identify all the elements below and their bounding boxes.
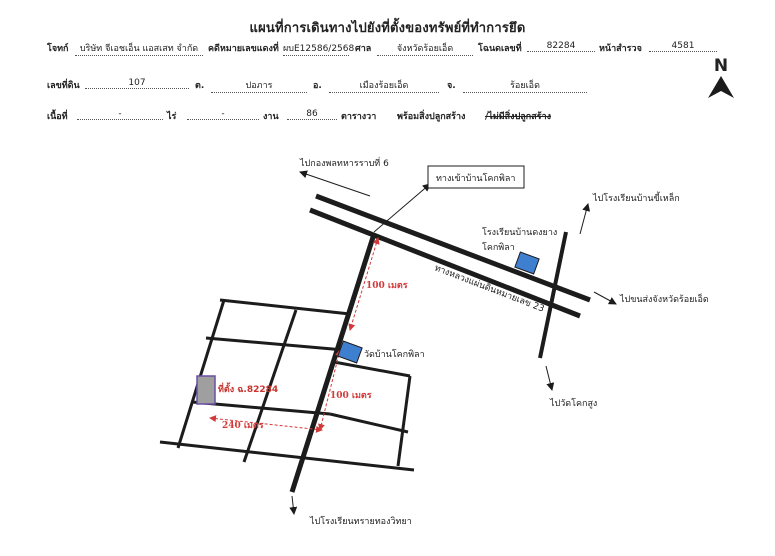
arrow-to-school-sai-thong: [289, 495, 298, 515]
label-to-school-sai-thong: ไปโรงเรียนทรายทองวิทยา: [309, 516, 412, 527]
distance-100m-b: [318, 349, 342, 431]
arrow-to-wat-khoksung: [545, 365, 555, 391]
label-to-wat-khoksung: ไปวัดโคกสูง: [549, 398, 597, 409]
area-ngan-label: งาน: [263, 112, 279, 122]
village-main-road: [289, 233, 377, 493]
area-rai-value: -: [77, 109, 163, 120]
case-label: คดีหมายเลขแดงที่: [208, 44, 279, 54]
court-label: ศาล: [355, 44, 372, 54]
deed-label: โฉนดเลขที่: [478, 44, 522, 54]
label-target-property: ที่ตั้ง ฉ.82284: [218, 382, 278, 395]
survey-label: หน้าสำรวจ: [599, 44, 642, 54]
building-status: พร้อมสิ่งปลูกสร้าง: [397, 112, 466, 122]
land-no-label: เลขที่ดิน: [47, 81, 80, 91]
label-dist-100m-b: 100 เมตร: [330, 391, 372, 401]
district-label: อ.: [313, 81, 322, 91]
distance-100m-a: [348, 237, 380, 331]
area-wa-label: ตารางวา: [341, 112, 377, 122]
district-value: เมืองร้อยเอ็ด: [329, 78, 439, 93]
highway-23: [309, 193, 591, 319]
court-value: จังหวัดร้อยเอ็ด: [377, 41, 473, 56]
area-label: เนื้อที่: [47, 112, 68, 122]
area-ngan-value: -: [187, 109, 259, 120]
label-to-school-sileklek: ไปโรงเรียนบ้านขี้เหล็ก: [592, 191, 680, 204]
map-title: แผนที่การเดินทางไปยังที่ตั้งของทรัพย์ที่…: [249, 21, 526, 36]
target-property-marker: [196, 375, 216, 405]
compass: N: [708, 56, 734, 103]
deed-value: 82284: [527, 41, 595, 52]
label-wat-khokphila: วัดบ้านโคกพิลา: [364, 349, 425, 360]
village-entrance-box: [427, 165, 525, 189]
north-label: N: [713, 56, 729, 76]
survey-value: 4581: [649, 41, 717, 52]
label-village-entrance: ทางเข้าบ้านโคกพิลา: [436, 173, 515, 184]
label-to-roiet-transport: ไปขนส่งจังหวัดร้อยเอ็ด: [619, 292, 709, 305]
plaintiff-value: บริษัท จีเอชเอ็น แอสเสท จำกัด: [75, 41, 203, 56]
label-school-dongyang-line2: โคกพิลา: [482, 242, 515, 253]
building-status-struck: /ไม่มีสิ่งปลูกสร้าง: [485, 112, 552, 122]
arrow-to-roiet-transport: [593, 291, 617, 305]
land-no-value: 107: [85, 78, 189, 89]
subdistrict-label: ต.: [195, 81, 205, 91]
arrow-to-army-camp: [299, 170, 371, 197]
wat-khokphila-marker: [337, 340, 363, 364]
arrow-to-school-sileklek: [579, 203, 591, 235]
school-dongyang-marker: [514, 251, 540, 275]
subdistrict-value: ปอภาร: [211, 78, 307, 93]
province-value: ร้อยเอ็ด: [463, 78, 587, 93]
label-to-army-camp: ไปกองพลทหารราบที่ 6: [299, 156, 389, 169]
province-label: จ.: [447, 81, 456, 91]
case-value: ผบE12586/2568: [283, 41, 354, 56]
area-rai-label: ไร่: [167, 112, 177, 122]
label-dist-100m-a: 100 เมตร: [366, 281, 408, 291]
distance-240m: [209, 415, 323, 433]
arrow-to-village-entrance: [373, 183, 431, 233]
label-dist-240m: 240 เมตร: [222, 421, 264, 431]
area-wa-value: 86: [287, 109, 337, 120]
village-grid: [159, 298, 415, 472]
plaintiff-label: โจทก์: [47, 44, 69, 54]
north-arrow-icon: [708, 76, 734, 98]
label-school-dongyang-line1: โรงเรียนบ้านดงยาง: [482, 227, 557, 238]
east-road: [538, 231, 568, 359]
